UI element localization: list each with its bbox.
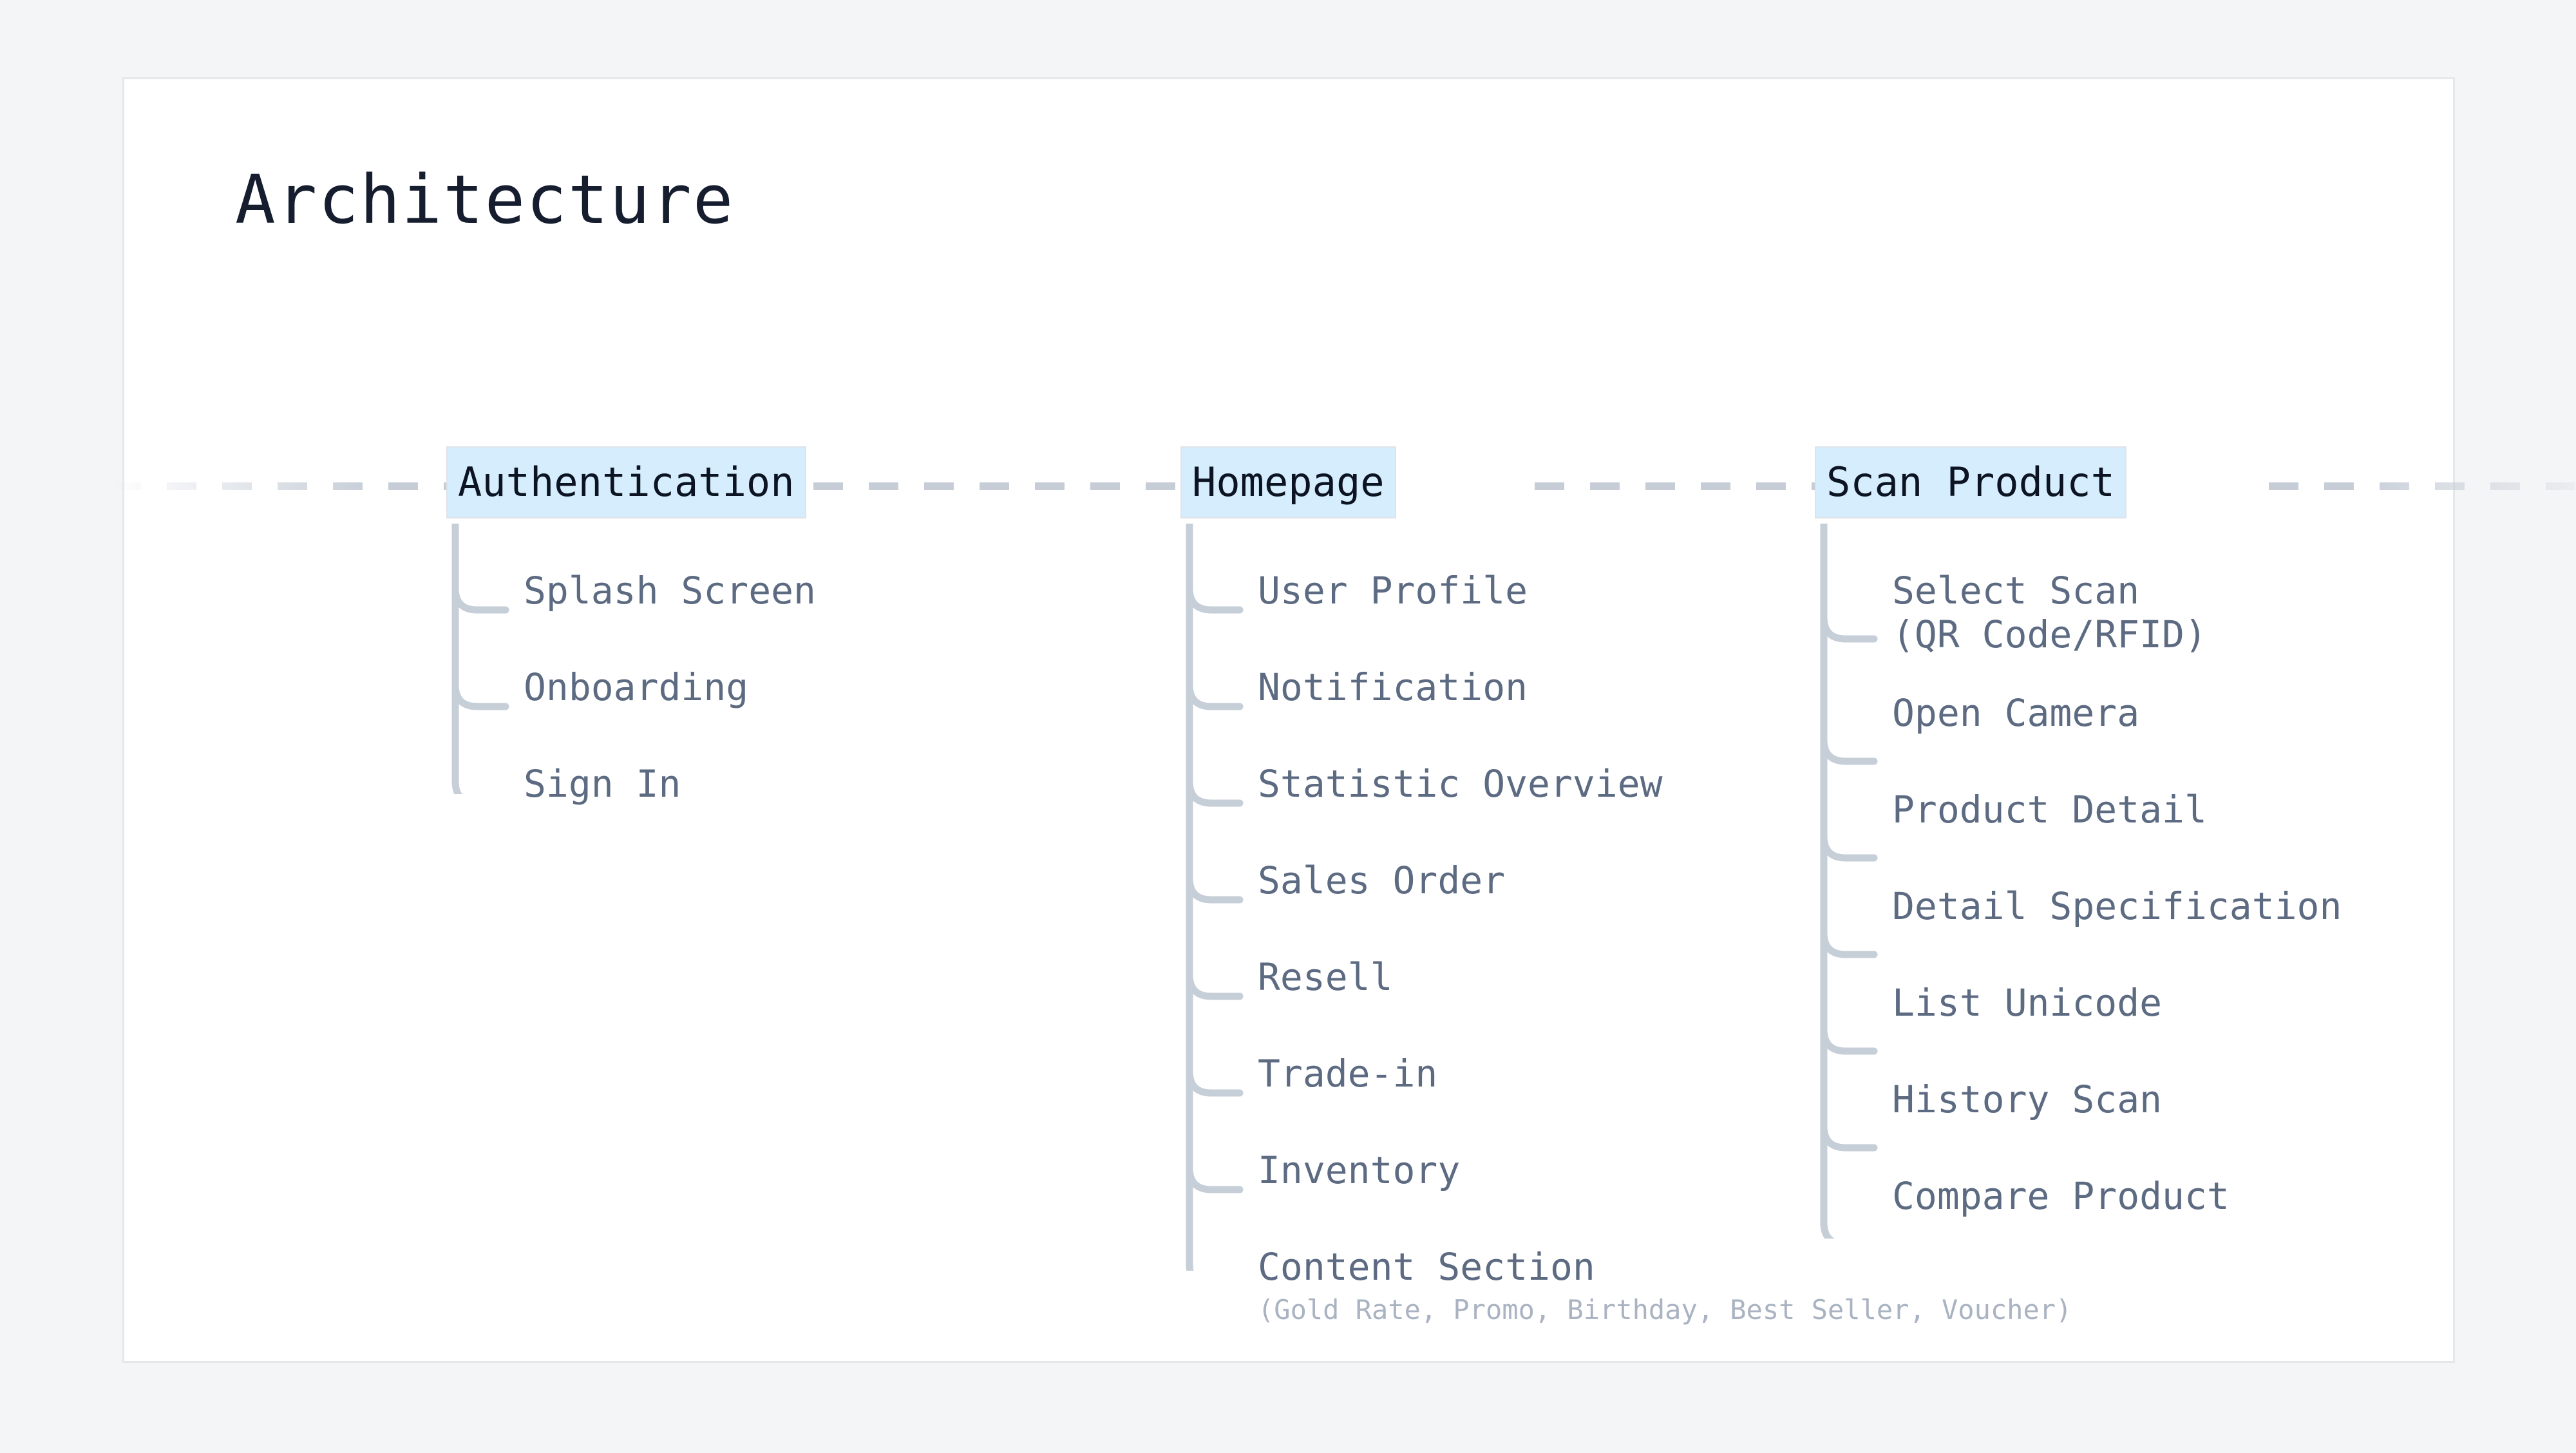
leaf-label: Statistic Overview	[1258, 762, 1663, 806]
leaf-item[interactable]: User Profile	[1258, 569, 1528, 613]
leaf-item[interactable]: Product Detail	[1892, 788, 2207, 831]
leaf-label: List Unicode	[1892, 981, 2163, 1025]
leaf-item[interactable]: Compare Product	[1892, 1174, 2230, 1218]
leaf-label: Onboarding	[524, 665, 749, 709]
leaf-label: Splash Screen	[524, 569, 816, 613]
rail-segment-right	[2269, 482, 2576, 490]
node-header-scan-product[interactable]: Scan Product	[1815, 446, 2126, 518]
leaf-label: History Scan	[1892, 1078, 2163, 1121]
rail-segment-left	[111, 482, 453, 490]
node-header-homepage[interactable]: Homepage	[1180, 446, 1396, 518]
leaf-item[interactable]: Sign In	[524, 762, 681, 806]
leaf-label: Notification	[1258, 665, 1528, 709]
node-header-authentication-label: Authentication	[458, 459, 795, 506]
leaf-label: Compare Product	[1892, 1174, 2230, 1218]
leaf-label: Resell	[1258, 955, 1393, 999]
leaf-label: Open Camera	[1892, 691, 2140, 735]
leaf-label: Content Section	[1258, 1245, 1595, 1289]
node-header-authentication[interactable]: Authentication	[446, 446, 806, 518]
page-title: Architecture	[235, 160, 735, 239]
branch-connectors-homepage	[1186, 524, 1244, 1271]
leaf-item[interactable]: Trade-in	[1258, 1052, 1437, 1096]
leaf-label: User Profile	[1258, 569, 1528, 613]
leaf-label-line2: (QR Code/RFID)	[1892, 613, 2207, 657]
leaf-item[interactable]: Sales Order	[1258, 859, 1505, 902]
leaf-label: Detail Specification	[1892, 884, 2342, 928]
leaf-item[interactable]: Statistic Overview	[1258, 762, 1663, 806]
leaf-label: Select Scan	[1892, 569, 2140, 613]
branch-connectors-scan-product	[1820, 524, 1878, 1239]
leaf-item[interactable]: Content Section (Gold Rate, Promo, Birth…	[1258, 1245, 2072, 1327]
leaf-item[interactable]: Detail Specification	[1892, 884, 2342, 928]
leaf-item[interactable]: Notification	[1258, 665, 1528, 709]
leaf-label: Trade-in	[1258, 1052, 1438, 1096]
leaf-item[interactable]: Splash Screen	[524, 569, 816, 613]
node-header-homepage-label: Homepage	[1192, 459, 1385, 506]
architecture-card: Architecture Authentication Splash Scree…	[111, 77, 2576, 1363]
branch-connectors-authentication	[451, 524, 509, 794]
leaf-label: Sales Order	[1258, 859, 1506, 902]
leaf-item[interactable]: List Unicode	[1892, 981, 2162, 1025]
leaf-label: Inventory	[1258, 1148, 1461, 1192]
leaf-label: Product Detail	[1892, 788, 2207, 831]
leaf-item[interactable]: Inventory	[1258, 1148, 1460, 1192]
leaf-item[interactable]: Select Scan (QR Code/RFID)	[1892, 569, 2207, 657]
node-header-scan-product-label: Scan Product	[1826, 459, 2115, 506]
leaf-item[interactable]: Onboarding	[524, 665, 748, 709]
leaf-item[interactable]: History Scan	[1892, 1078, 2162, 1121]
leaf-item[interactable]: Open Camera	[1892, 691, 2139, 735]
leaf-label: Sign In	[524, 762, 681, 806]
leaf-item[interactable]: Resell	[1258, 955, 1393, 999]
leaf-sublabel: (Gold Rate, Promo, Birthday, Best Seller…	[1258, 1294, 2072, 1326]
